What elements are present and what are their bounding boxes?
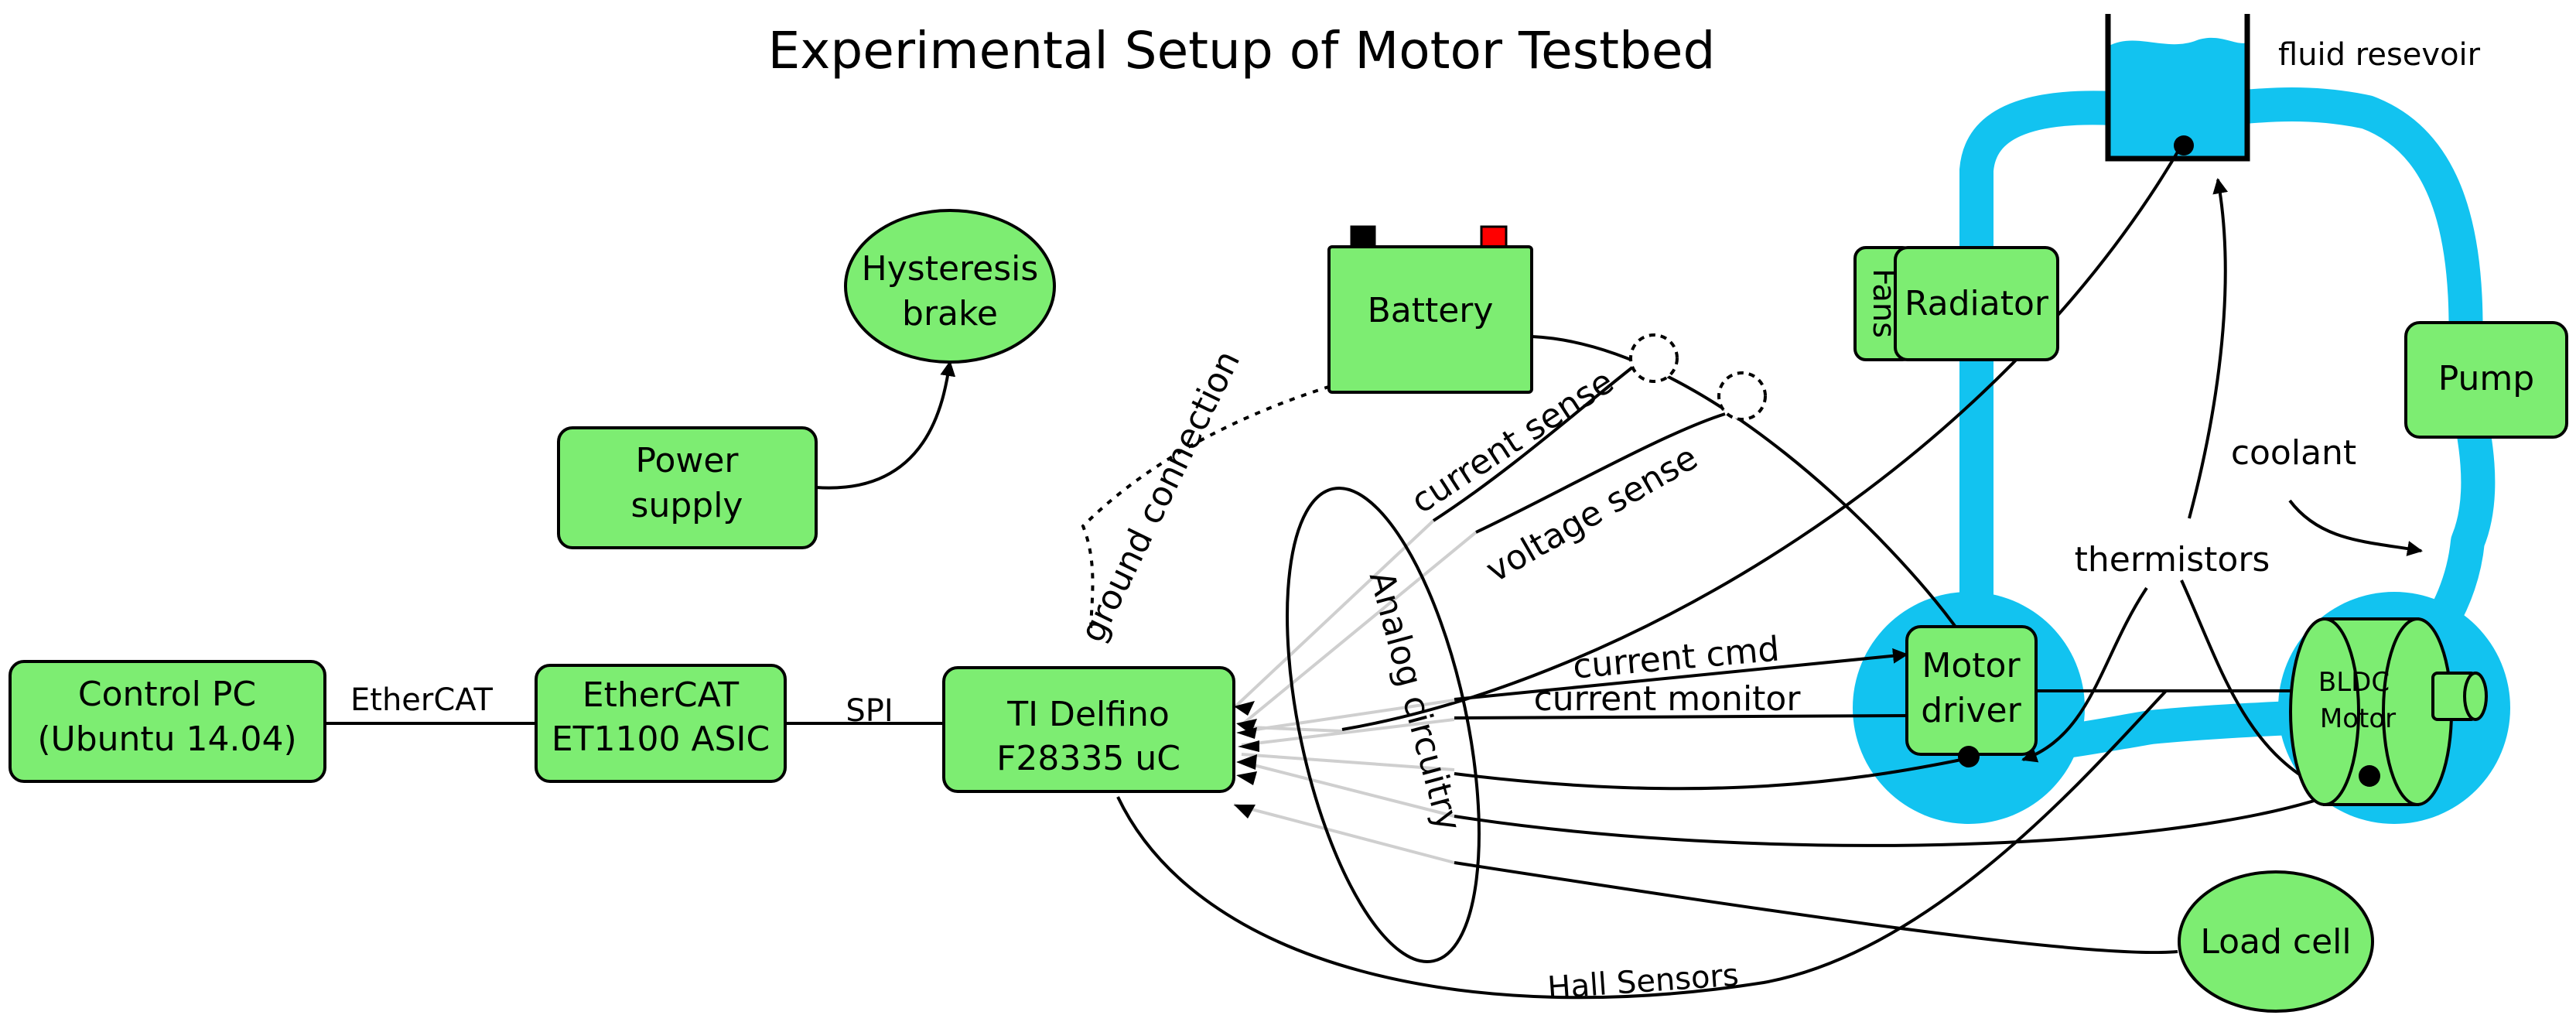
pump-label: Pump bbox=[2438, 359, 2534, 398]
pump-box: Pump bbox=[2404, 321, 2568, 439]
bldc-motor: BLDC Motor bbox=[2289, 617, 2488, 806]
ground-connection-label: ground connection bbox=[1073, 344, 1248, 648]
delfino-input-arrows bbox=[1234, 701, 1259, 819]
power-supply-line2: supply bbox=[631, 486, 743, 525]
hysteresis-brake-line2: brake bbox=[902, 294, 998, 333]
hall-sensors-label: Hall Sensors bbox=[1546, 957, 1740, 1006]
motor-driver-line1: Motor bbox=[1922, 646, 2021, 685]
thermistors-label: thermistors bbox=[2075, 540, 2270, 579]
battery-positive-terminal bbox=[1480, 225, 1508, 248]
delfino-line2: F28335 uC bbox=[996, 739, 1180, 778]
motor-driver-box: Motor driver bbox=[1905, 625, 2038, 767]
power-supply-box: Power supply bbox=[557, 426, 818, 549]
delfino-box: TI Delfino F28335 uC bbox=[942, 666, 1235, 793]
connections bbox=[325, 144, 2423, 1000]
battery-box: Battery bbox=[1327, 225, 1533, 394]
control-pc-box: Control PC (Ubuntu 14.04) bbox=[9, 660, 326, 783]
current-sense-tap bbox=[1629, 333, 1679, 383]
control-pc-line2: (Ubuntu 14.04) bbox=[37, 720, 296, 759]
spi-link-label: SPI bbox=[846, 693, 893, 729]
coolant-label: coolant bbox=[2231, 433, 2356, 473]
ethercat-asic-line2: ET1100 ASIC bbox=[552, 720, 770, 759]
fluid-reservoir: fluid resevoir bbox=[2105, 14, 2481, 162]
ethercat-asic-box: EtherCAT ET1100 ASIC bbox=[535, 664, 787, 783]
diagram-title: Experimental Setup of Motor Testbed bbox=[768, 21, 1716, 80]
current-monitor-label: current monitor bbox=[1534, 679, 1802, 719]
ethercat-asic-line1: EtherCAT bbox=[583, 675, 740, 715]
motor-driver-line2: driver bbox=[1921, 691, 2021, 730]
power-supply-line1: Power bbox=[635, 441, 739, 480]
motor-thermistor-dot bbox=[2359, 765, 2380, 787]
control-pc-line1: Control PC bbox=[78, 675, 256, 714]
driver-thermistor-dot bbox=[1958, 746, 1980, 767]
hysteresis-brake-ellipse: Hysteresis brake bbox=[844, 209, 1056, 364]
analog-circuitry-ellipse bbox=[1286, 486, 1481, 964]
hysteresis-brake-line1: Hysteresis bbox=[862, 249, 1039, 289]
bldc-motor-line1: BLDC bbox=[2318, 667, 2390, 698]
battery-label: Battery bbox=[1368, 291, 1494, 330]
load-cell-ellipse: Load cell bbox=[2178, 870, 2374, 1013]
load-cell-label: Load cell bbox=[2200, 922, 2351, 962]
ethercat-link-label: EtherCAT bbox=[350, 682, 494, 718]
reservoir-label: fluid resevoir bbox=[2278, 37, 2481, 73]
voltage-sense-tap bbox=[1717, 371, 1767, 421]
battery-negative-terminal bbox=[1350, 225, 1376, 248]
radiator-label: Radiator bbox=[1905, 284, 2049, 323]
delfino-line1: TI Delfino bbox=[1006, 695, 1170, 734]
radiator-box: Radiator bbox=[1894, 246, 2059, 361]
bldc-motor-line2: Motor bbox=[2320, 703, 2396, 734]
